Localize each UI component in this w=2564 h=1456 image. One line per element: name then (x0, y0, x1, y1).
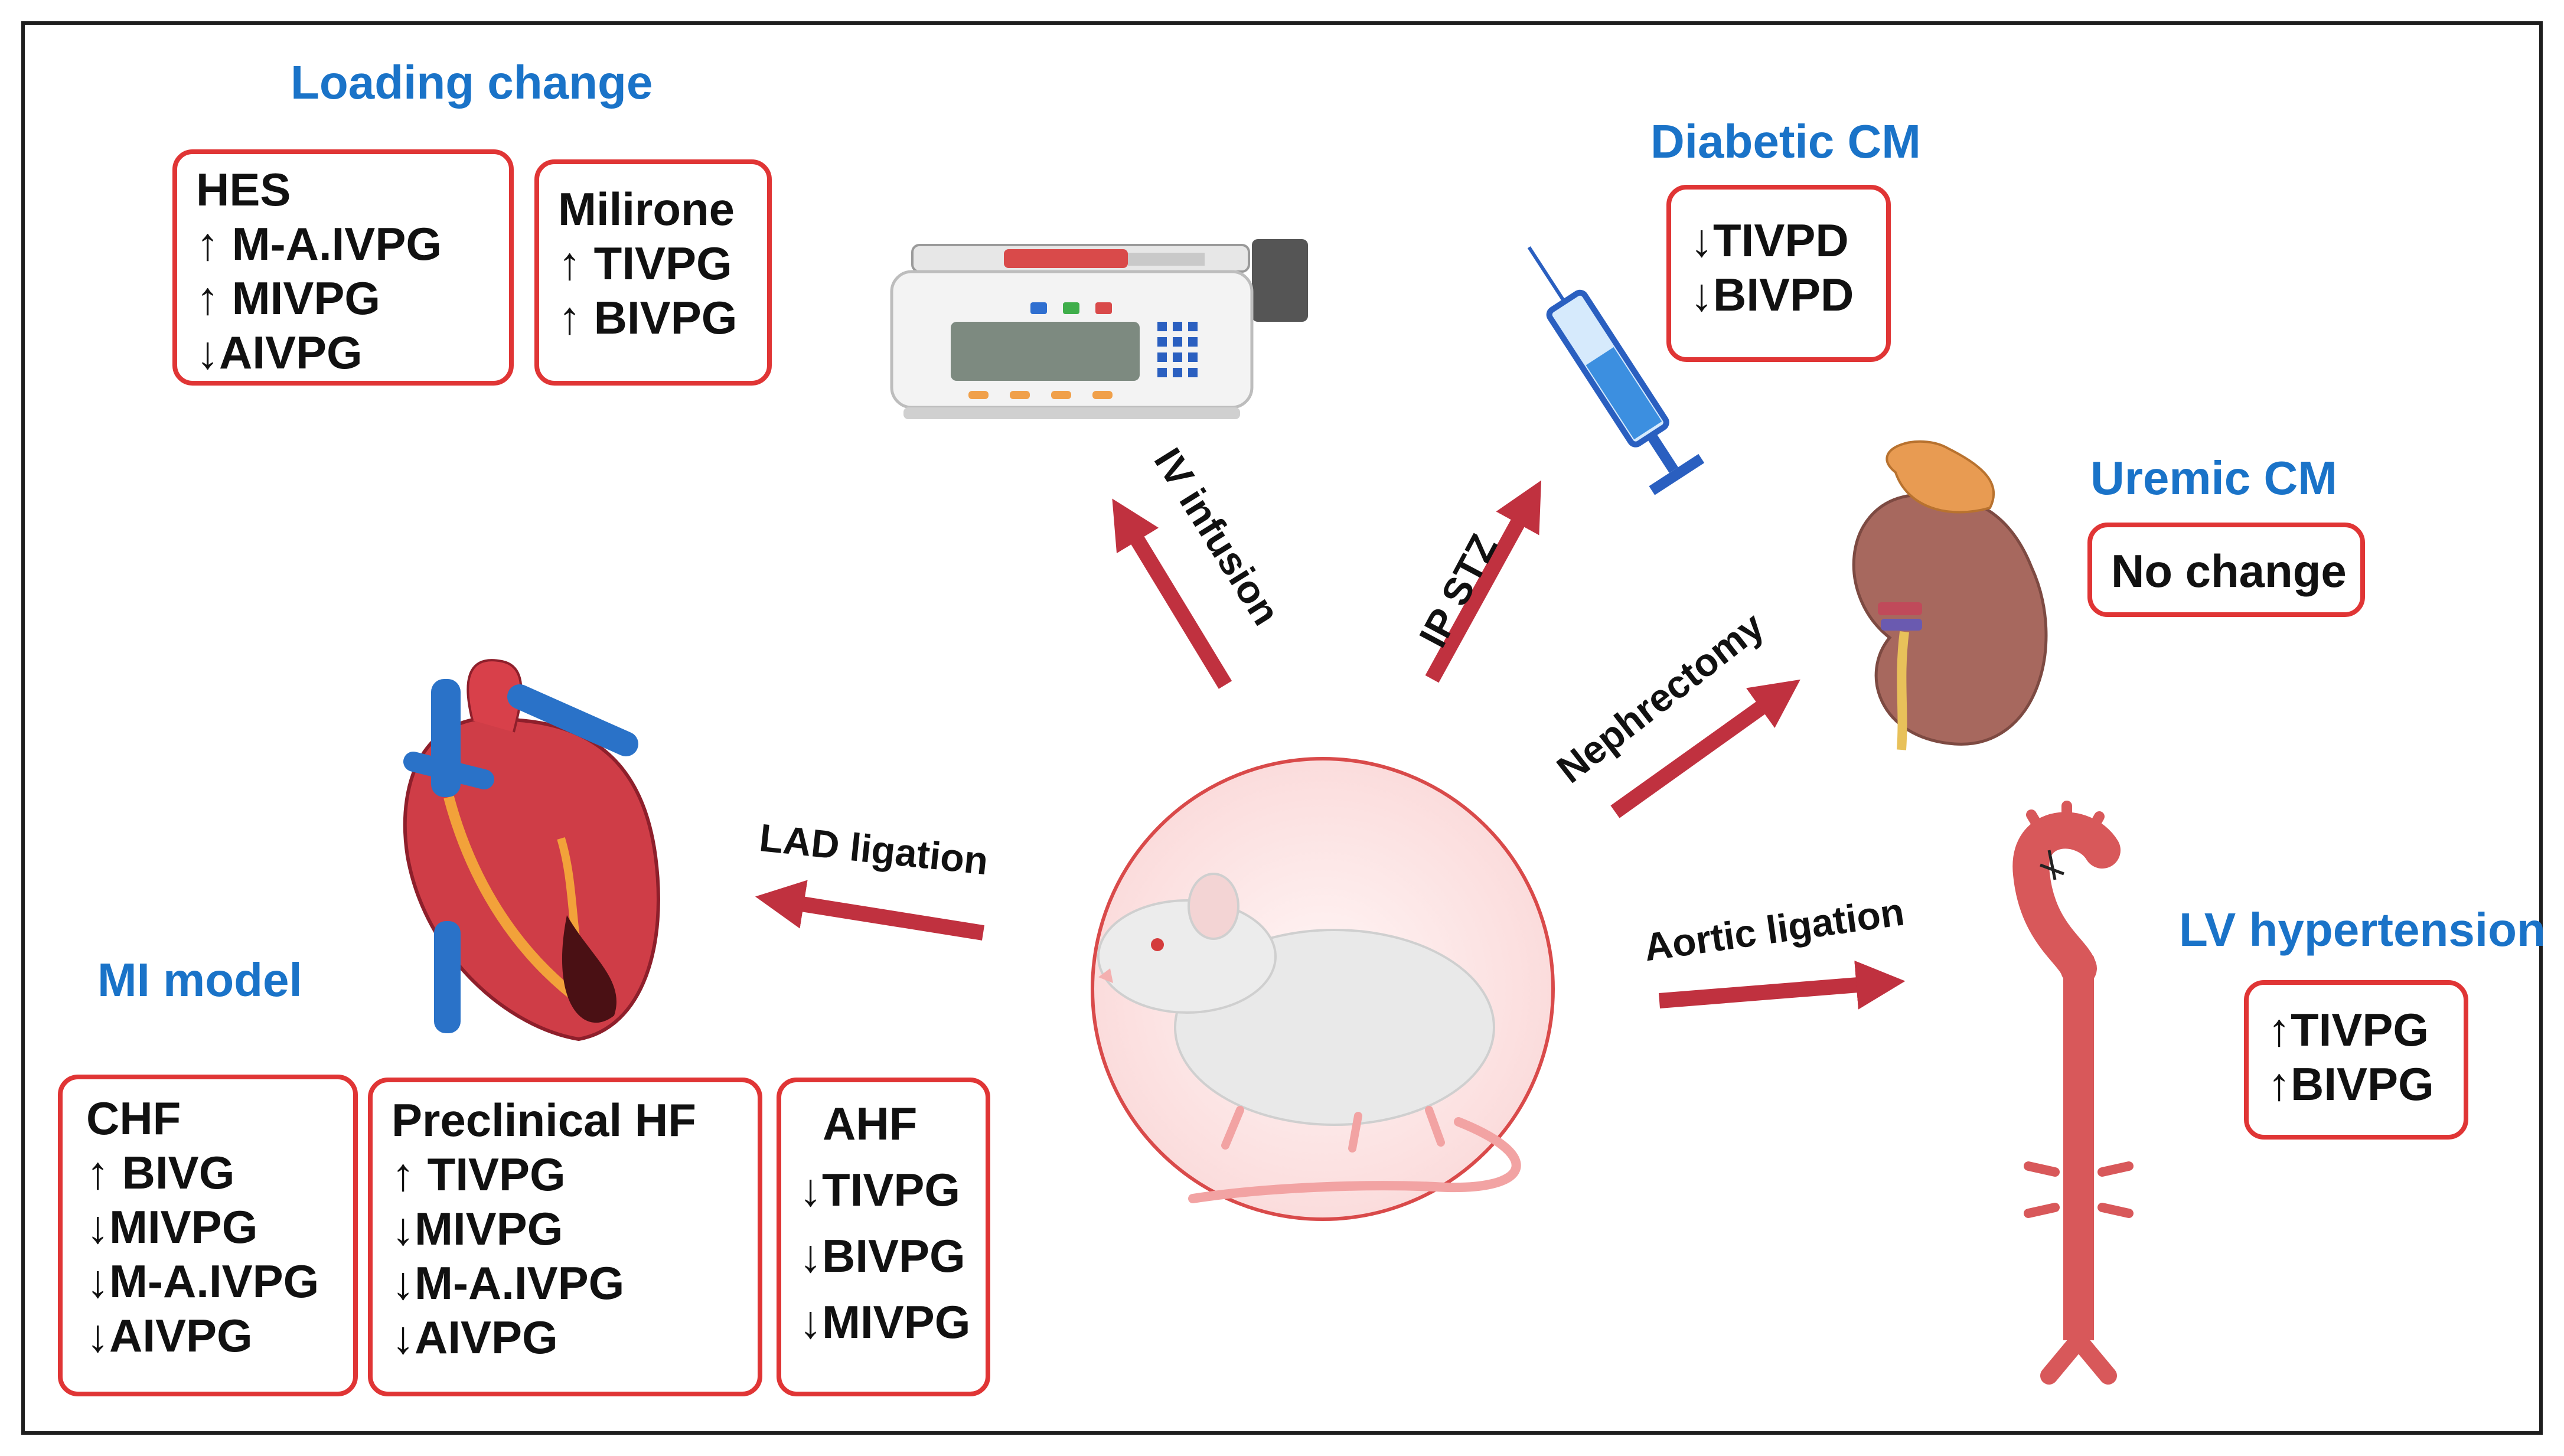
box-hes: HES ↑ M-A.IVPG ↑ MIVPG ↓AIVPG (172, 149, 514, 386)
box-line: ↑TIVPG (2268, 1004, 2429, 1056)
box-line: ↓BIVPG (799, 1230, 965, 1282)
heart-icon (403, 659, 660, 1042)
box-line: Milirone (558, 183, 735, 235)
arrow-iv-infusion (1112, 498, 1232, 689)
title-mi-model: MI model (97, 954, 302, 1006)
box-line: AHF (823, 1098, 918, 1150)
box-line: ↑ MIVPG (196, 272, 381, 324)
box-line: ↓MIVPG (799, 1296, 971, 1348)
box-line: ↑ BIVG (86, 1147, 235, 1199)
title-loading-change: Loading change (291, 56, 653, 109)
box-line: No change (2111, 545, 2347, 597)
infusion-pump-icon (890, 239, 1308, 419)
box-line: ↓M-A.IVPG (86, 1255, 319, 1307)
aorta-icon (2012, 801, 2134, 1385)
title-uremic-cm: Uremic CM (2090, 452, 2337, 504)
title-lv-hypertension: LV hypertension (2179, 903, 2546, 956)
box-diabetic: ↓TIVPD ↓BIVPD (1666, 185, 1891, 362)
box-line: HES (196, 164, 291, 216)
kidney-icon (1852, 440, 2048, 750)
box-ahf: AHF ↓TIVPG ↓BIVPG ↓MIVPG (777, 1078, 990, 1396)
box-line: ↓AIVPG (392, 1311, 558, 1363)
title-diabetic-cm: Diabetic CM (1650, 115, 1921, 168)
arrow-aortic-ligation (1658, 960, 1906, 1010)
box-lv-hypertension: ↑TIVPG ↑BIVPG (2244, 980, 2468, 1140)
box-line: ↑BIVPG (2268, 1058, 2434, 1110)
box-milrinone: Milirone ↑ TIVPG ↑ BIVPG (534, 159, 772, 386)
box-line: ↓M-A.IVPG (392, 1257, 625, 1309)
arrow-lad-ligation (755, 880, 985, 941)
box-line: ↓AIVPG (86, 1310, 253, 1362)
box-preclinical-hf: Preclinical HF ↑ TIVPG ↓MIVPG ↓M-A.IVPG … (368, 1078, 762, 1396)
box-line: ↓MIVPG (86, 1201, 258, 1253)
box-line: ↑ TIVPG (392, 1148, 566, 1200)
box-line: CHF (86, 1092, 181, 1144)
box-line: ↓TIVPG (799, 1164, 961, 1216)
box-line: ↓TIVPD (1690, 214, 1849, 266)
box-line: ↑ M-A.IVPG (196, 218, 442, 270)
box-line: ↑ BIVPG (558, 292, 738, 344)
box-line: ↓MIVPG (392, 1203, 563, 1255)
box-chf: CHF ↑ BIVG ↓MIVPG ↓M-A.IVPG ↓AIVPG (58, 1075, 358, 1396)
arrow-ip-stz (1425, 480, 1542, 683)
box-line: Preclinical HF (392, 1094, 696, 1146)
rat-icon (1097, 873, 1521, 1203)
arrow-nephrectomy (1610, 679, 1800, 818)
box-line: ↓AIVPG (196, 327, 363, 378)
box-line: ↑ TIVPG (558, 237, 732, 289)
box-uremic: No change (2087, 523, 2365, 617)
box-line: ↓BIVPD (1690, 269, 1854, 321)
figure-frame (21, 21, 2543, 1435)
syringe-icon (1527, 246, 1705, 495)
